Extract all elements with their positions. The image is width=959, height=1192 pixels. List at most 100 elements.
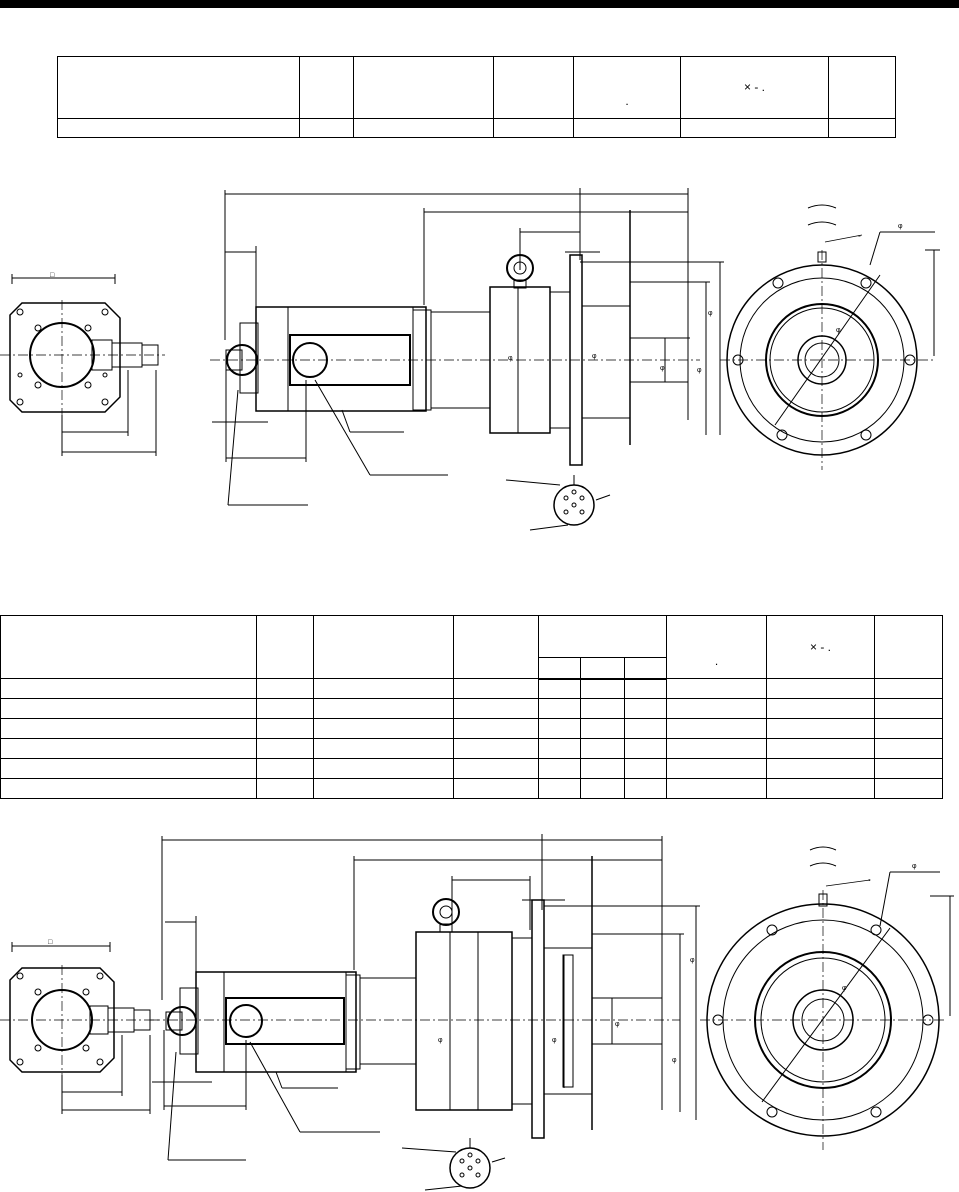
bolt-hole-icon — [712, 924, 934, 1118]
svg-text:φ: φ — [842, 985, 847, 992]
table-row — [0, 778, 944, 799]
table-cell — [313, 778, 454, 799]
bottom-table-header-cell: . — [666, 615, 768, 679]
table-cell — [623, 738, 668, 759]
table-cell — [313, 738, 454, 759]
table-cell — [57, 118, 300, 138]
svg-text:φ: φ — [552, 1037, 557, 1044]
table-row — [0, 698, 944, 719]
top-motor-drawing: □ — [0, 188, 940, 531]
bottom-table-subheader-cell — [580, 657, 625, 680]
table-cell — [766, 758, 876, 779]
table-cell — [0, 698, 257, 719]
table-cell — [666, 698, 768, 719]
bottom-motor-drawing: □ — [0, 834, 954, 1191]
bottom-table-header-cell — [0, 615, 257, 679]
table-cell — [353, 118, 494, 138]
top-table-header-cell — [828, 56, 896, 119]
svg-text:φ: φ — [672, 1057, 677, 1064]
table-cell — [453, 738, 539, 759]
table-cell — [666, 718, 768, 739]
table-cell — [313, 698, 454, 719]
table-cell — [623, 678, 668, 699]
side-view: φ φ φ φ φ — [210, 188, 724, 531]
top-table-header-cell — [493, 56, 574, 119]
table-row — [57, 118, 896, 138]
side-view: φ φ φ φ φ — [150, 834, 700, 1191]
svg-text:φ: φ — [615, 1021, 620, 1028]
svg-text:φ: φ — [508, 355, 513, 362]
square-symbol: □ — [50, 272, 55, 279]
bottom-table-header-cell: × - . — [766, 615, 876, 679]
table-cell — [453, 778, 539, 799]
table-cell — [766, 678, 876, 699]
table-cell — [666, 778, 768, 799]
table-cell — [766, 718, 876, 739]
table-cell — [874, 778, 944, 799]
table-cell — [0, 738, 257, 759]
bottom-table-subheader-cell — [538, 657, 581, 680]
bolt-hole-icon — [16, 972, 104, 1066]
svg-text:φ: φ — [697, 367, 702, 374]
top-table-header-cell: × - . — [680, 56, 829, 119]
table-cell — [623, 778, 668, 799]
table-row — [0, 678, 944, 699]
bottom-table-subheader-row — [1, 657, 943, 680]
table-cell — [623, 758, 668, 779]
square-symbol: □ — [48, 939, 53, 946]
table-cell — [580, 678, 625, 699]
svg-text:φ: φ — [660, 365, 665, 372]
header-bar — [0, 0, 959, 8]
table-cell — [874, 758, 944, 779]
table-cell — [0, 778, 257, 799]
table-cell — [256, 758, 314, 779]
table-cell — [666, 758, 768, 779]
table-cell — [453, 718, 539, 739]
table-cell — [874, 718, 944, 739]
table-cell — [256, 738, 314, 759]
table-cell — [493, 118, 574, 138]
flange-front-view: φ ° φ — [720, 204, 940, 470]
table-cell — [766, 698, 876, 719]
bottom-table-header-cell — [313, 615, 454, 679]
table-cell — [874, 678, 944, 699]
table-cell — [0, 678, 257, 699]
table-cell — [453, 758, 539, 779]
bottom-table-header-cell — [256, 615, 314, 679]
top-table-header-cell: . — [573, 56, 681, 119]
table-cell — [299, 118, 354, 138]
table-cell — [256, 778, 314, 799]
table-cell — [453, 678, 539, 699]
svg-text:φ: φ — [690, 957, 695, 964]
svg-text:φ: φ — [898, 223, 903, 230]
top-table-header-cell — [57, 56, 300, 119]
top-table-header-row: . × - . — [57, 56, 896, 119]
table-cell — [0, 718, 257, 739]
table-row — [0, 738, 944, 759]
table-cell — [538, 718, 581, 739]
bottom-table-header-row: . × - . — [0, 615, 944, 679]
table-cell — [580, 698, 625, 719]
svg-text:φ: φ — [912, 863, 917, 870]
table-cell — [573, 118, 681, 138]
table-cell — [874, 738, 944, 759]
left-end-view: □ — [0, 272, 165, 456]
svg-text:°: ° — [858, 234, 861, 242]
table-cell — [623, 698, 668, 719]
table-cell — [313, 758, 454, 779]
table-cell — [766, 738, 876, 759]
table-row — [0, 758, 944, 779]
table-cell — [580, 738, 625, 759]
table-cell — [453, 698, 539, 719]
svg-text:φ: φ — [708, 310, 713, 317]
bottom-table-subheader-cell — [623, 657, 668, 680]
bottom-table-header-cell — [874, 615, 944, 679]
table-cell — [766, 778, 876, 799]
table-cell — [256, 718, 314, 739]
table-cell — [666, 678, 768, 699]
table-cell — [538, 698, 581, 719]
table-cell — [580, 718, 625, 739]
table-cell — [580, 778, 625, 799]
bolt-hole-icon — [16, 308, 109, 406]
bottom-spec-table: . × - . — [0, 615, 944, 799]
